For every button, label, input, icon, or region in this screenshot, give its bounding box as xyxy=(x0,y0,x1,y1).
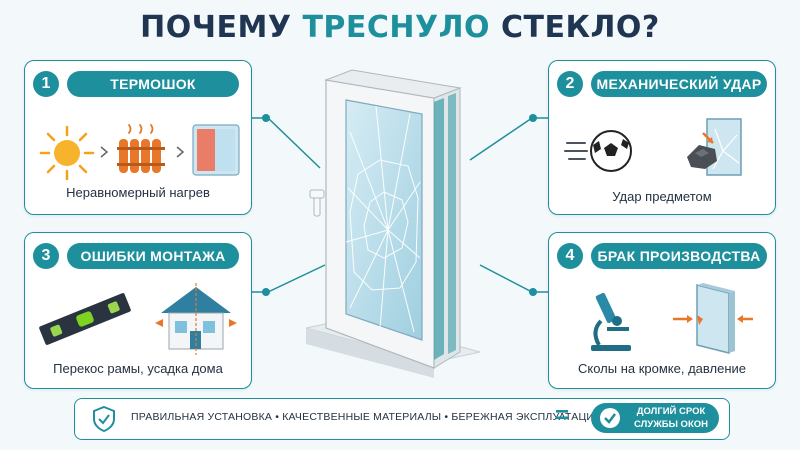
result-text: ДОЛГИЙ СРОК СЛУЖБЫ ОКОН xyxy=(627,405,715,431)
cause-card-installation-errors: 3 ОШИБКИ МОНТАЖА Перекос рамы, усадка до… xyxy=(24,232,252,389)
cause-caption: Сколы на кромке, давление xyxy=(577,361,746,376)
cause-card-thermal-shock: 1 ТЕРМОШОК Неравномерный нагрев xyxy=(24,60,252,215)
glass-edge-chip-icon xyxy=(673,283,753,354)
bottom-summary-bar: ПРАВИЛЬНАЯ УСТАНОВКА • КАЧЕСТВЕННЫЕ МАТЕ… xyxy=(74,398,730,440)
connector-dot xyxy=(262,288,270,296)
title-part-3: СТЕКЛО? xyxy=(501,10,660,45)
cause-title: ОШИБКИ МОНТАЖА xyxy=(67,243,239,269)
connector-dot xyxy=(529,288,537,296)
cause-caption: Перекос рамы, усадка дома xyxy=(53,361,223,376)
connector-dot xyxy=(529,114,537,122)
cause-caption: Удар предметом xyxy=(612,189,712,204)
title-part-1: ПОЧЕМУ xyxy=(140,10,292,45)
cause-number: 4 xyxy=(557,243,583,269)
result-line-1: ДОЛГИЙ СРОК xyxy=(636,406,706,417)
checkmark-icon xyxy=(600,408,620,428)
radiator-icon xyxy=(117,124,165,173)
heated-glass-icon xyxy=(192,124,240,176)
summary-items: ПРАВИЛЬНАЯ УСТАНОВКА • КАЧЕСТВЕННЫЕ МАТЕ… xyxy=(131,411,602,423)
chevron-right-icon xyxy=(100,146,109,158)
cause-title: МЕХАНИЧЕСКИЙ УДАР xyxy=(591,71,767,97)
cause-title: ТЕРМОШОК xyxy=(67,71,239,97)
result-line-2: СЛУЖБЫ ОКОН xyxy=(634,419,708,430)
microscope-icon xyxy=(591,292,631,351)
chevron-right-icon xyxy=(176,146,185,158)
equals-sign: = xyxy=(555,402,570,429)
cause-number: 1 xyxy=(33,71,59,97)
cause-caption: Неравномерный нагрев xyxy=(66,185,210,200)
stone-impact-icon xyxy=(687,118,742,176)
cause-number: 3 xyxy=(33,243,59,269)
connector-dot xyxy=(262,114,270,122)
cause-card-mechanical-impact: 2 МЕХАНИЧЕСКИЙ УДАР Удар предметом xyxy=(548,60,776,215)
page-title: ПОЧЕМУ ТРЕСНУЛО СТЕКЛО? xyxy=(0,10,800,45)
shield-check-icon xyxy=(93,405,115,433)
title-part-2: ТРЕСНУЛО xyxy=(302,10,491,45)
soccer-ball-icon xyxy=(564,130,632,172)
result-badge: ДОЛГИЙ СРОК СЛУЖБЫ ОКОН xyxy=(591,403,719,433)
spirit-level-icon xyxy=(39,293,131,345)
cracked-window-illustration xyxy=(305,69,481,378)
cause-title: БРАК ПРОИЗВОДСТВА xyxy=(591,243,767,269)
house-shrinkage-icon xyxy=(155,283,237,355)
cause-card-manufacturing-defect: 4 БРАК ПРОИЗВОДСТВА Сколы на кромке, дав… xyxy=(548,232,776,389)
sun-icon xyxy=(39,125,95,181)
cause-number: 2 xyxy=(557,71,583,97)
